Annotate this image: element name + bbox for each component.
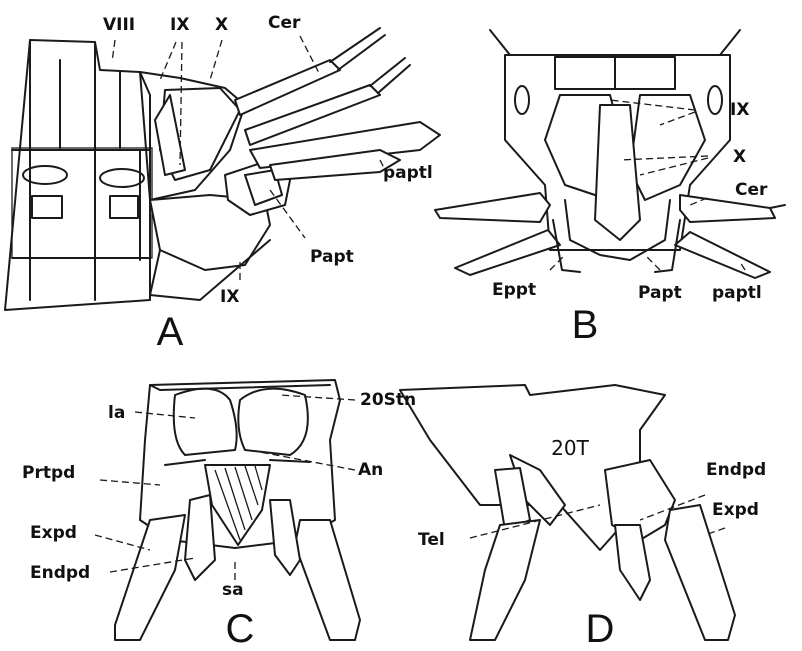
- label-cer-b: Cer: [735, 180, 768, 200]
- label-papt-a: Papt: [310, 247, 354, 267]
- label-endpd-d: Endpd: [706, 460, 766, 480]
- panel-d-drawing: [400, 385, 735, 640]
- panel-c-drawing: [115, 380, 360, 640]
- panel-letter-c: C: [226, 607, 255, 651]
- label-ix-a-bottom: IX: [220, 287, 239, 307]
- panel-letter-a: A: [157, 310, 184, 354]
- label-papt-b: Papt: [638, 283, 682, 303]
- label-eppt-b: Eppt: [492, 280, 536, 300]
- label-x-a: X: [215, 15, 228, 35]
- label-20t: 20T: [551, 436, 589, 460]
- panel-a-drawing: [5, 28, 440, 310]
- label-ix-a-top: IX: [170, 15, 189, 35]
- label-paptl-b: paptl: [712, 283, 762, 303]
- label-sa: sa: [222, 580, 244, 600]
- panel-letter-d: D: [586, 607, 615, 651]
- label-prtpd: Prtpd: [22, 463, 75, 483]
- label-x-b: X: [733, 147, 746, 167]
- label-paptl-a: paptl: [383, 163, 433, 183]
- label-an: An: [358, 460, 383, 480]
- label-tel: Tel: [418, 530, 445, 550]
- label-20stn: 20Stn: [360, 390, 416, 410]
- label-expd-c: Expd: [30, 523, 77, 543]
- label-viii: VIII: [103, 15, 135, 35]
- label-expd-d: Expd: [712, 500, 759, 520]
- panel-letter-b: B: [572, 303, 599, 347]
- label-la: la: [108, 403, 125, 423]
- label-cer-a: Cer: [268, 13, 301, 33]
- label-ix-b: IX: [730, 100, 749, 120]
- label-endpd-c: Endpd: [30, 563, 90, 583]
